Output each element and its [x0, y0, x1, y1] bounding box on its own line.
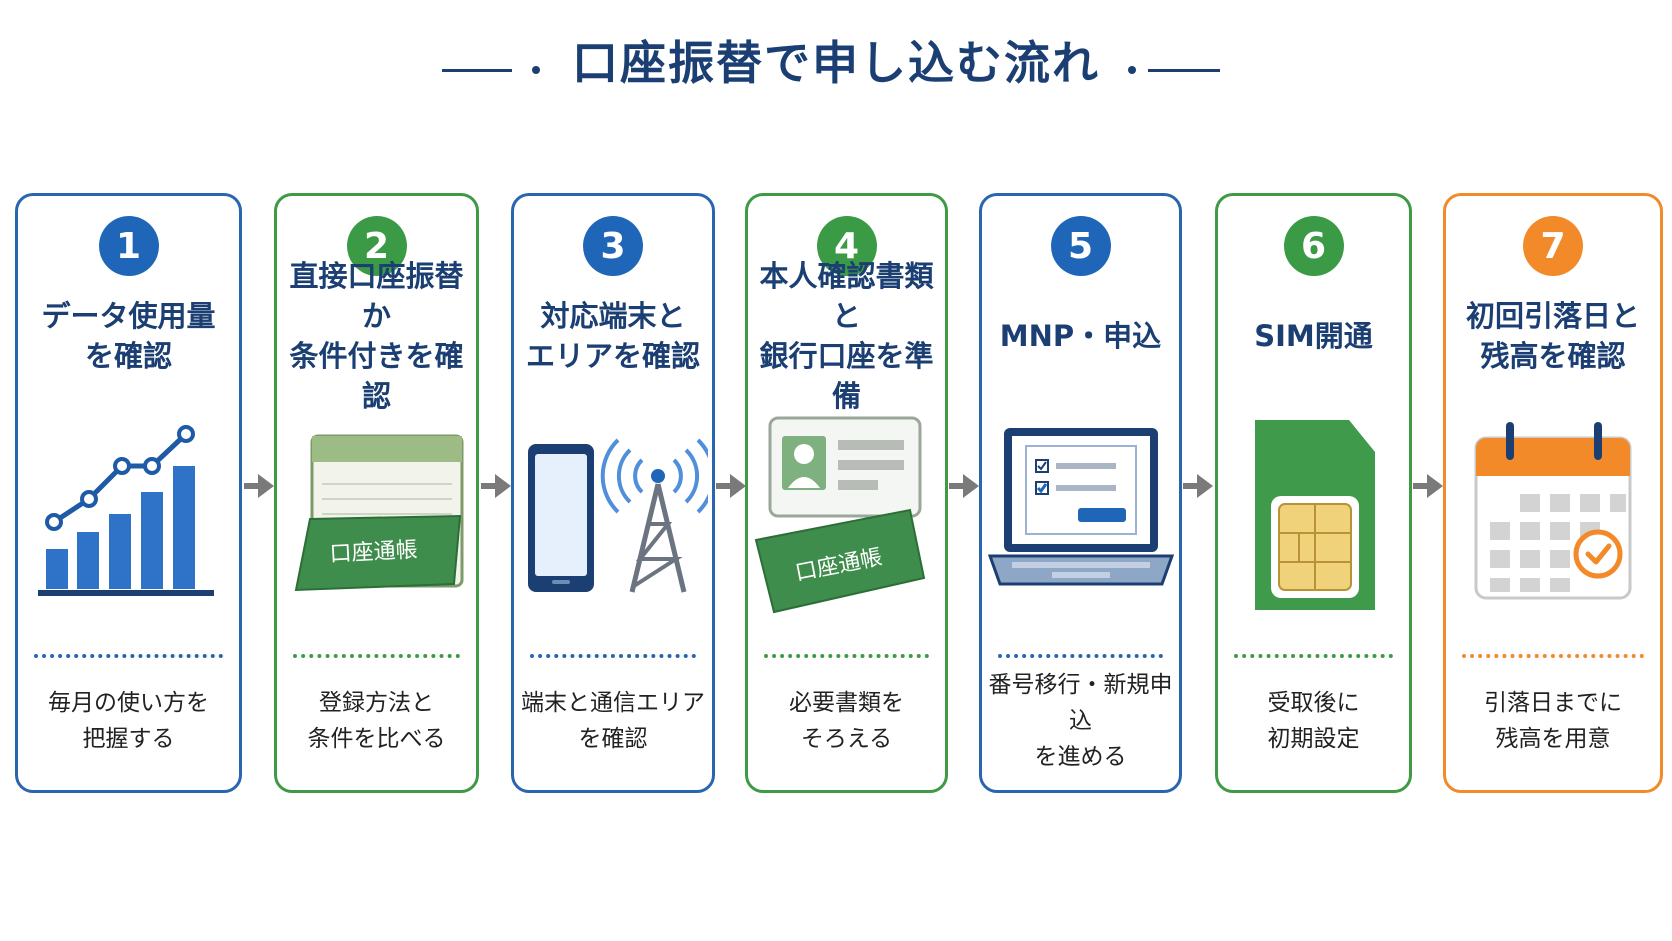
dotted-divider	[1234, 654, 1393, 658]
sim-card-icon	[1254, 420, 1375, 610]
arrow-right-icon	[244, 474, 274, 498]
step-number-badge: 7	[1523, 216, 1583, 276]
step-heading: 本人確認書類と 銀行口座を準備	[759, 259, 934, 413]
calendar-check-icon	[1474, 422, 1632, 600]
step-card-2: 2 直接口座振替か 条件付きを確認 口座通帳 登録方法と 条件を比べる	[274, 193, 479, 793]
dotted-divider	[34, 654, 223, 658]
title-dot-left	[532, 66, 540, 74]
step-number-badge: 1	[98, 216, 159, 276]
step-heading: データ使用量 を確認	[41, 299, 216, 373]
step-description: 毎月の使い方を 把握する	[48, 690, 209, 752]
title-line-left	[442, 69, 512, 72]
step-card-4: 4 本人確認書類と 銀行口座を準備 口座通帳 必要書類を そろえる	[745, 193, 948, 793]
dotted-divider	[293, 654, 460, 658]
arrow-right-icon	[1183, 474, 1213, 498]
step-heading: 初回引落日と 残高を確認	[1465, 299, 1640, 373]
page-title: 口座振替で申し込む流れ	[572, 36, 1100, 90]
step-description: 番号移行・新規申込 を進める	[988, 672, 1173, 770]
step-card-6: 6 SIM開通 受取後に 初期設定	[1215, 193, 1412, 793]
step-number-badge: 2	[346, 216, 407, 276]
step-card-1: 1 データ使用量 を確認 毎月の使い方を 把握する	[15, 193, 242, 793]
step-heading: 直接口座振替か 条件付きを確認	[289, 259, 464, 413]
title-dot-right	[1128, 66, 1136, 74]
phone-tower-icon	[528, 438, 708, 593]
step-card-7: 7 初回引落日と 残高を確認 引落日までに 残高を用意	[1443, 193, 1663, 793]
arrow-right-icon	[1413, 474, 1443, 498]
bankbook-icon: 口座通帳	[294, 434, 463, 592]
dotted-divider	[530, 654, 696, 658]
laptop-form-icon	[987, 428, 1174, 586]
step-description: 受取後に 初期設定	[1267, 690, 1360, 752]
step-number-badge: 6	[1283, 216, 1344, 276]
arrow-right-icon	[716, 474, 746, 498]
arrow-right-icon	[481, 474, 511, 498]
step-number-badge: 3	[583, 216, 643, 276]
bankbook-label: 口座通帳	[329, 538, 418, 568]
step-heading: SIM開通	[1254, 319, 1373, 353]
step-number-badge: 5	[1050, 216, 1111, 276]
title-line-right	[1148, 69, 1220, 72]
step-number-badge: 4	[816, 216, 877, 276]
step-description: 必要書類を そろえる	[789, 690, 904, 752]
title-bar: 口座振替で申し込む流れ	[0, 28, 1672, 98]
step-heading: MNP・申込	[999, 319, 1162, 353]
id-card-bankbook-icon: 口座通帳	[754, 416, 925, 614]
step-heading: 対応端末と エリアを確認	[525, 299, 700, 373]
dotted-divider	[998, 654, 1163, 658]
arrow-right-icon	[949, 474, 979, 498]
step-description: 引落日までに 残高を用意	[1484, 690, 1622, 752]
dotted-divider	[764, 654, 929, 658]
step-description: 端末と通信エリア を確認	[521, 690, 705, 752]
dotted-divider	[1462, 654, 1644, 658]
step-card-3: 3 対応端末と エリアを確認 端末と通信エリア を確認	[511, 193, 715, 793]
bar-chart-icon	[37, 425, 214, 596]
step-description: 登録方法と 条件を比べる	[307, 690, 446, 752]
step-card-5: 5 MNP・申込 番号移行・新規申込 を進める	[979, 193, 1182, 793]
